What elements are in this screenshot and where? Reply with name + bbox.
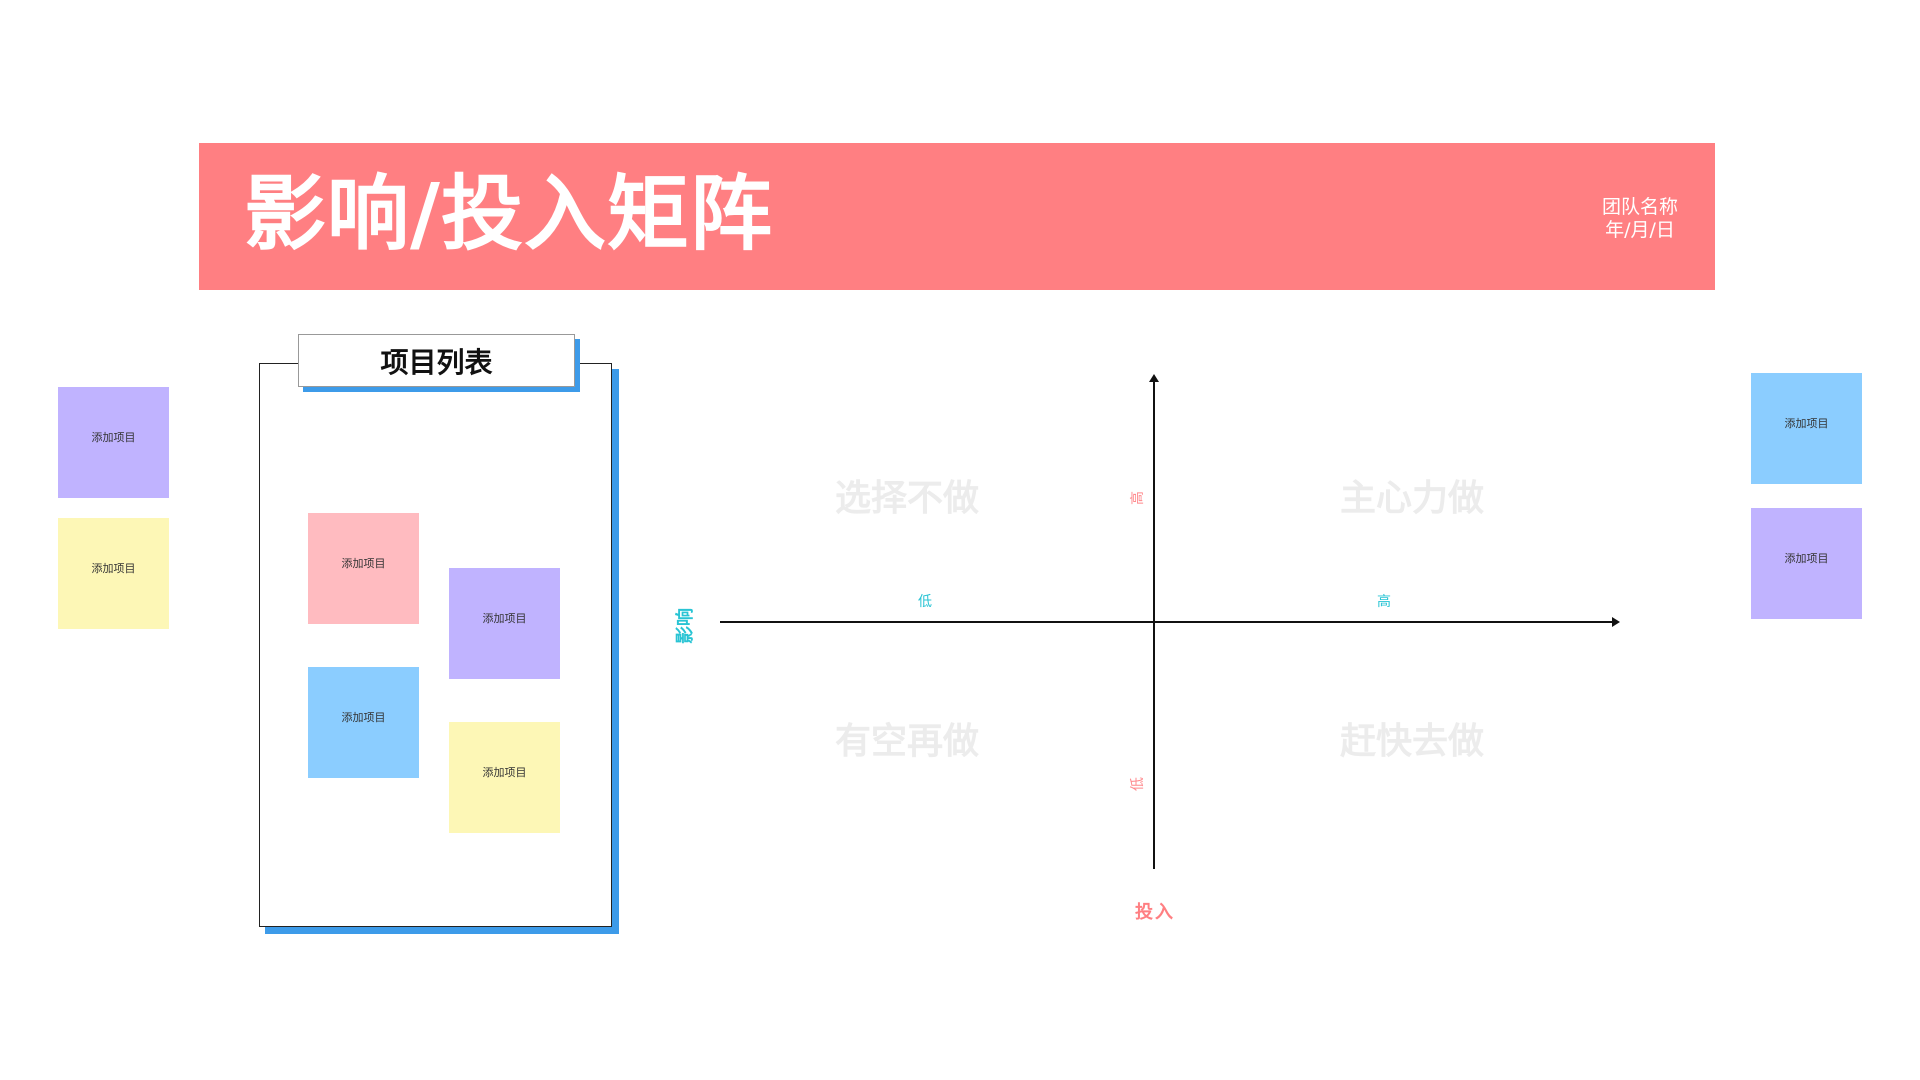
sticky-note[interactable]: 添加项目 xyxy=(1751,508,1862,619)
arrow-up-icon xyxy=(1149,374,1159,382)
quadrant-label-top-right: 主心力做 xyxy=(1340,478,1485,519)
vertical-axis xyxy=(1153,380,1155,869)
date-label[interactable]: 年/月/日 xyxy=(1605,219,1675,241)
sticky-note[interactable]: 添加项目 xyxy=(58,387,169,498)
sticky-note[interactable]: 添加项目 xyxy=(308,667,419,778)
sticky-label: 添加项目 xyxy=(482,766,527,779)
quadrant-label-top-left: 选择不做 xyxy=(835,478,980,519)
y-axis-title: 影响 xyxy=(675,608,696,644)
sticky-label: 添加项目 xyxy=(482,612,527,625)
arrow-right-icon xyxy=(1612,617,1620,627)
x-axis-title: 投入 xyxy=(1135,902,1175,923)
v-axis-low-label: 低 xyxy=(1130,777,1146,791)
team-name[interactable]: 团队名称 xyxy=(1601,196,1678,218)
h-axis-high-label: 高 xyxy=(1377,594,1391,610)
horizontal-axis xyxy=(720,621,1614,623)
sticky-label: 添加项目 xyxy=(1784,417,1829,430)
sticky-note[interactable]: 添加项目 xyxy=(449,722,560,833)
sticky-label: 添加项目 xyxy=(91,431,136,444)
header-banner xyxy=(199,143,1715,290)
quadrant-label-bottom-left: 有空再做 xyxy=(835,721,980,762)
h-axis-low-label: 低 xyxy=(918,594,932,610)
sticky-label: 添加项目 xyxy=(341,557,386,570)
sticky-note[interactable]: 添加项目 xyxy=(1751,373,1862,484)
header-meta: 团队名称 年/月/日 xyxy=(1580,196,1700,242)
project-list-title[interactable]: 项目列表 xyxy=(298,334,575,387)
quadrant-label-bottom-right: 赶快去做 xyxy=(1340,721,1485,762)
sticky-note[interactable]: 添加项目 xyxy=(58,518,169,629)
page-title[interactable]: 影响/投入矩阵 xyxy=(244,167,773,262)
sticky-label: 添加项目 xyxy=(341,711,386,724)
sticky-label: 添加项目 xyxy=(1784,552,1829,565)
sticky-note[interactable]: 添加项目 xyxy=(308,513,419,624)
sticky-label: 添加项目 xyxy=(91,562,136,575)
v-axis-high-label: 高 xyxy=(1130,491,1146,505)
sticky-note[interactable]: 添加项目 xyxy=(449,568,560,679)
